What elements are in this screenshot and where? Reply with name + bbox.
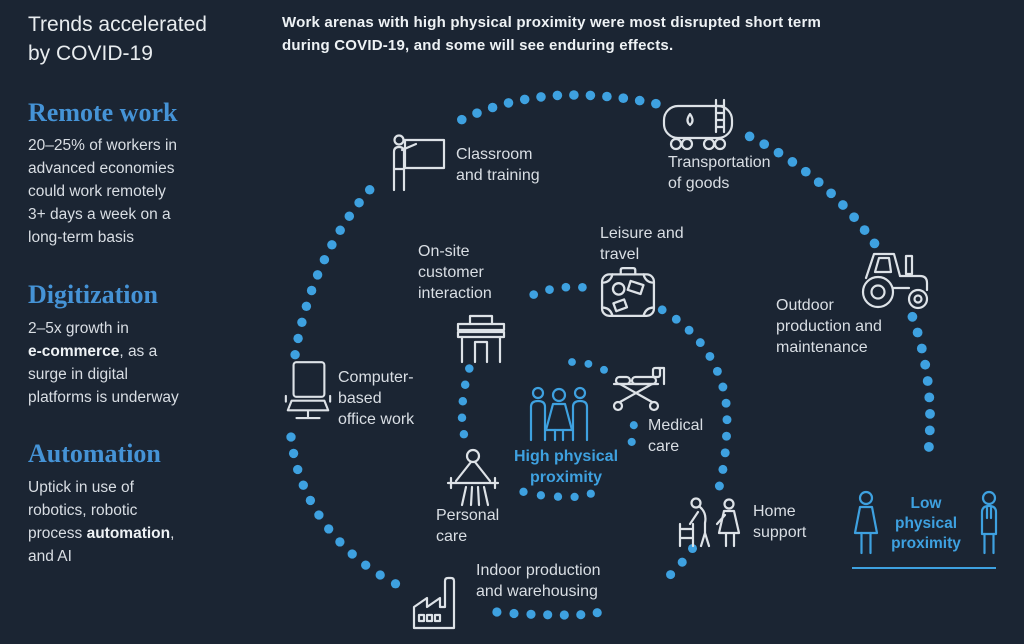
suitcase-icon [600,266,656,318]
section-heading-digitization: Digitization [28,280,158,309]
personal-label: Personal care [436,507,500,545]
personal-care-icon [446,448,500,508]
diagram-headline: Work arenas with high physical proximity… [282,14,822,54]
classroom-icon [388,133,446,193]
storefront-icon [454,314,508,364]
tanker-truck-icon [660,94,738,152]
man-icon [974,490,1004,558]
people-group-icon [524,384,594,442]
medical-label: Medical care [648,417,704,455]
low-proximity-underline [852,567,996,569]
home-support-label: Home support [753,503,807,541]
outdoor-label: Outdoor production and maintenance [776,297,882,356]
high-proximity-label: High physical proximity [513,448,619,486]
section-body-digitization: 2–5x growth in e-commerce, as a surge in… [28,320,179,406]
low-proximity-label: Low physical proximity [891,495,961,552]
classroom-label: Classroom and training [456,146,540,184]
onsite-label: On-site customer interaction [418,243,492,302]
computer-label: Computer- based office work [338,369,415,428]
section-heading-remote-work: Remote work [28,98,178,127]
factory-icon [408,574,468,630]
section-heading-automation: Automation [28,439,161,468]
stretcher-icon [612,364,670,412]
page-title: Trends accelerated by COVID-19 [28,13,207,65]
office-chair-icon [282,360,334,426]
section-body-automation: Uptick in use of robotics, robotic proce… [28,479,175,565]
indoor-label: Indoor production and warehousing [476,562,601,600]
tractor-icon [854,248,938,312]
leisure-label: Leisure and travel [600,225,684,263]
home-support-icon [676,496,748,548]
woman-icon [851,490,881,558]
section-body-remote-work: 20–25% of workers in advanced economies … [28,137,178,246]
transportation-label: Transportation of goods [668,154,771,192]
